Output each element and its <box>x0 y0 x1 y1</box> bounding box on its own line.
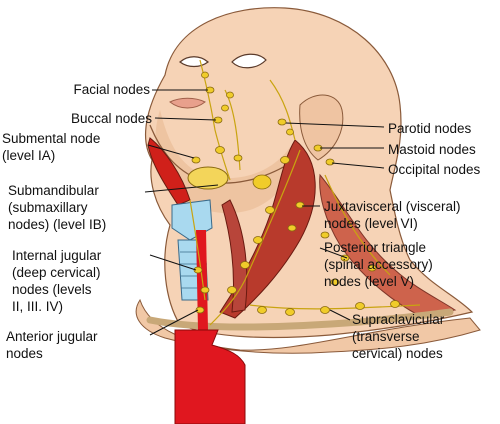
internal-jugular-node <box>227 286 237 294</box>
internal-jugular-node <box>253 236 263 244</box>
internal-jugular-node <box>252 174 272 190</box>
label-submental-node: Submental node (level IA) <box>2 131 101 163</box>
leader-buccal <box>154 117 217 121</box>
parotid-node <box>277 118 287 126</box>
supraclavicular-node <box>320 306 330 314</box>
leader-internal-jugular <box>149 254 197 271</box>
ear <box>299 94 344 161</box>
posterior-triangle-node <box>367 264 377 272</box>
anterior-jugular-node <box>195 306 205 314</box>
leader-supraclavicular <box>329 309 351 321</box>
anterior-jugular-node <box>193 266 203 274</box>
parotid-node <box>286 128 294 136</box>
label-occipital-nodes: Occipital nodes <box>388 162 481 177</box>
label-mastoid-nodes: Mastoid nodes <box>388 142 476 157</box>
leader-submental <box>147 144 195 159</box>
juxtavisceral-node <box>287 224 297 232</box>
internal-jugular-node <box>240 261 250 269</box>
leader-posterior-triangle <box>319 247 348 259</box>
label-juxtavisceral-nodes: Juxtavisceral (visceral) nodes (level VI… <box>324 199 461 231</box>
label-posterior-triangle-nodes: Posterior triangle (spinal accessory) no… <box>324 240 433 289</box>
label-submandibular-nodes: Submandibular (submaxillary nodes) (leve… <box>8 183 107 232</box>
leader-anterior-jugular <box>149 309 199 336</box>
lips <box>169 97 206 109</box>
anterior-jugular-node <box>200 286 210 294</box>
supraclavicular-node <box>390 300 400 308</box>
submental-node <box>191 156 201 164</box>
label-supraclavicular-nodes: Supraclavicular (transverse cervical) no… <box>352 312 445 361</box>
clavicle <box>146 308 454 331</box>
submandibular-gland <box>187 166 229 190</box>
internal-jugular-node <box>265 206 275 214</box>
supraclavicular-node <box>285 308 295 316</box>
label-parotid-nodes: Parotid nodes <box>388 121 472 136</box>
trapezius-muscle <box>319 173 457 317</box>
submandibular-node <box>233 154 243 162</box>
label-buccal-nodes: Buccal nodes <box>70 111 152 126</box>
right-eye <box>231 53 267 69</box>
strap-muscles <box>221 199 248 313</box>
facial-node <box>201 71 209 79</box>
label-anterior-jugular-nodes: Anterior jugular nodes <box>6 329 98 361</box>
internal-jugular-node <box>280 156 290 164</box>
leader-lines <box>144 89 385 336</box>
supraclavicular-node <box>355 302 365 310</box>
buccal-node <box>221 104 229 112</box>
label-facial-nodes: Facial nodes <box>73 82 150 97</box>
posterior-triangle-node <box>320 231 330 239</box>
leader-occipital <box>331 162 385 169</box>
label-internal-jugular-nodes: Internal jugular (deep cervical) nodes (… <box>12 248 102 314</box>
leader-parotid <box>285 122 385 128</box>
occipital-node <box>325 158 335 166</box>
submandibular-node <box>215 146 225 154</box>
juxtavisceral-node <box>295 201 305 209</box>
facial-node <box>226 91 234 99</box>
leader-submandibular <box>144 184 219 193</box>
supraclavicular-node <box>257 306 267 314</box>
brachiocephalic-vessel <box>174 329 246 424</box>
posterior-triangle-node <box>330 278 340 286</box>
